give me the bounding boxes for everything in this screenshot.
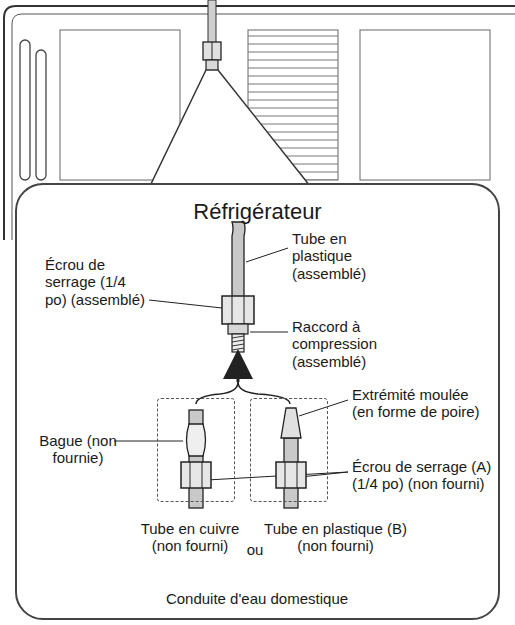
dashed-outline	[157, 398, 235, 502]
tube-caption: Tube en cuivre (non fourni)	[135, 520, 245, 555]
pear-end	[281, 408, 301, 438]
callout-ground	[15, 183, 500, 620]
copper-tube	[181, 410, 211, 508]
part-label: Extrémité moulée (en forme de poire)	[352, 386, 492, 421]
part-label: Écrou de serrage (1/4 po) (assemblé)	[45, 256, 147, 308]
part-label: Raccord à compression (assemblé)	[292, 318, 404, 370]
callout-heading: Réfrigérateur	[17, 199, 498, 224]
zoom-wedge	[150, 70, 310, 186]
ferrule	[187, 424, 206, 456]
tube-option-box: Tube en cuivre (non fourni)	[135, 398, 245, 573]
figure-caption: Conduite d'eau domestique	[107, 590, 407, 607]
conjunction-label: ou	[244, 541, 266, 558]
dashed-outline	[250, 398, 328, 502]
tube-caption: Tube en plastique (B) (non fourni)	[258, 520, 413, 555]
part-label: Écrou de serrage (A) (1/4 po) (non fourn…	[352, 458, 492, 493]
part-label: Tube en plastique (assemblé)	[292, 230, 387, 282]
part-label: Bague (non fournie)	[30, 432, 126, 467]
plastic-tube	[276, 408, 306, 508]
assembled-tube	[222, 222, 254, 352]
